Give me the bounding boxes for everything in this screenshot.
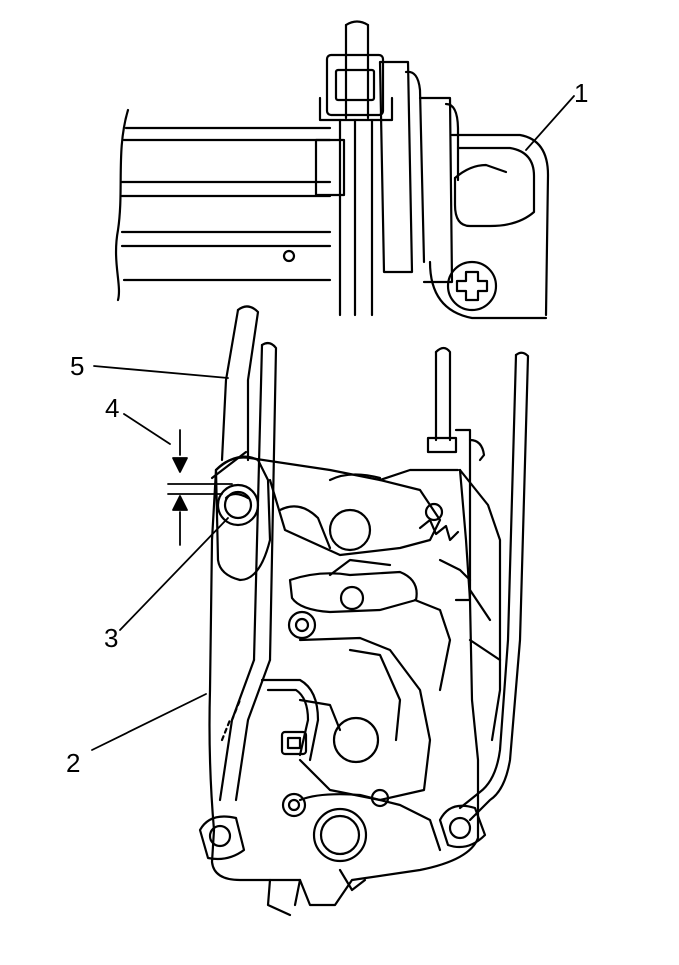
callout-2: 2 <box>66 748 81 778</box>
callout-1: 1 <box>574 78 589 108</box>
callout-5: 5 <box>70 351 85 381</box>
callout-3: 3 <box>104 623 119 653</box>
leader-lines <box>91 95 575 751</box>
latch-assembly <box>198 305 530 917</box>
callout-4: 4 <box>105 393 120 423</box>
top-detail-rod-clip <box>114 20 550 320</box>
